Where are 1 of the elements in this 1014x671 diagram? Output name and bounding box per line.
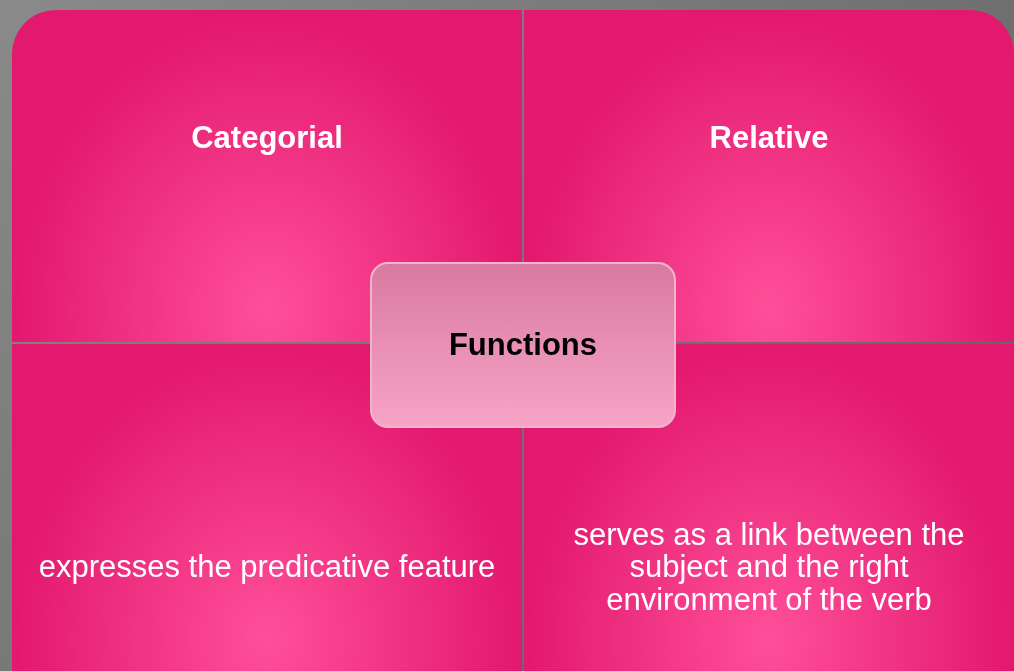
topic-box: Functions <box>370 262 676 428</box>
